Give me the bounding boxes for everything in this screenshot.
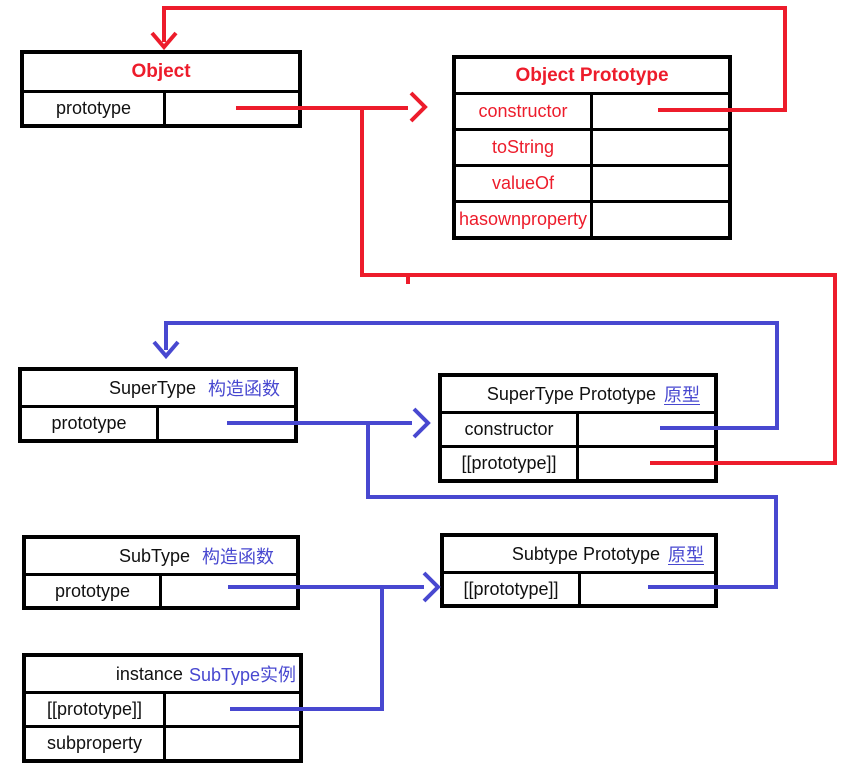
- row-value-cell: [579, 414, 714, 445]
- row-value-cell: [159, 408, 294, 439]
- row-label: toString: [456, 131, 593, 164]
- table-title-annotation: 构造函数: [202, 547, 274, 567]
- table-row: subproperty: [26, 725, 299, 759]
- row-label: prototype: [26, 576, 162, 606]
- row-label: [[prototype]]: [442, 448, 579, 479]
- table-title-text: Subtype Prototype: [511, 543, 660, 564]
- row-value-cell: [593, 203, 728, 236]
- row-value-cell: [162, 576, 296, 606]
- table-title-text: Object Prototype: [515, 64, 669, 86]
- row-value-cell: [579, 448, 714, 479]
- table-title-annotation: 原型: [668, 545, 704, 565]
- row-label: subproperty: [26, 728, 166, 759]
- table-title-text: instance: [115, 663, 183, 684]
- table-title-annotation: 原型: [664, 385, 700, 405]
- instance-table: instance SubType实例 [[prototype]] subprop…: [22, 653, 303, 763]
- arrowhead-right-to-supertypeprototype: [412, 407, 431, 439]
- table-title-annotation: SubType实例: [188, 665, 296, 685]
- row-label: [[prototype]]: [26, 694, 166, 725]
- table-row: valueOf: [456, 164, 728, 200]
- table-row: [[prototype]]: [26, 691, 299, 725]
- table-row: constructor: [442, 411, 714, 445]
- object-prototype-table: Object Prototype constructor toString va…: [452, 55, 732, 240]
- row-value-cell: [581, 574, 714, 604]
- subtype-prototype-table-title: Subtype Prototype 原型: [444, 537, 714, 571]
- arrowhead-right-to-subtypeprototype: [422, 571, 441, 603]
- subtype-table: SubType 构造函数 prototype: [22, 535, 300, 610]
- table-title-text: SubType: [118, 545, 190, 566]
- supertype-table-title: SuperType 构造函数: [22, 371, 294, 405]
- instance-table-title: instance SubType实例: [26, 657, 299, 691]
- row-label: valueOf: [456, 167, 593, 200]
- row-label: hasownproperty: [456, 203, 593, 236]
- row-label: constructor: [456, 95, 593, 128]
- table-row: prototype: [26, 573, 296, 606]
- row-value-cell: [593, 167, 728, 200]
- table-row: hasownproperty: [456, 200, 728, 236]
- table-row: prototype: [22, 405, 294, 439]
- arrowhead-down-to-supertype: [152, 340, 180, 360]
- table-title-text: SuperType: [108, 377, 196, 398]
- object-table: Object prototype: [20, 50, 302, 128]
- table-row: prototype: [24, 90, 298, 124]
- table-title-text: SuperType Prototype: [486, 383, 656, 404]
- supertype-table: SuperType 构造函数 prototype: [18, 367, 298, 443]
- supertype-prototype-table: SuperType Prototype 原型 constructor [[pro…: [438, 373, 718, 483]
- table-title-text: Object: [131, 61, 191, 82]
- table-title-annotation: 构造函数: [208, 379, 280, 399]
- row-value-cell: [593, 131, 728, 164]
- arrowhead-down-to-object: [150, 31, 178, 51]
- table-row: toString: [456, 128, 728, 164]
- row-value-cell: [593, 95, 728, 128]
- subtype-prototype-table: Subtype Prototype 原型 [[prototype]]: [440, 533, 718, 608]
- row-label: constructor: [442, 414, 579, 445]
- row-value-cell: [166, 694, 299, 725]
- row-label: prototype: [24, 93, 166, 124]
- row-label: prototype: [22, 408, 159, 439]
- table-row: constructor: [456, 92, 728, 128]
- object-table-title: Object: [24, 54, 298, 90]
- table-row: [[prototype]]: [442, 445, 714, 479]
- subtype-table-title: SubType 构造函数: [26, 539, 296, 573]
- table-row: [[prototype]]: [444, 571, 714, 604]
- arrowhead-right-to-objectprototype: [409, 91, 428, 123]
- object-prototype-table-title: Object Prototype: [456, 59, 728, 92]
- row-label: [[prototype]]: [444, 574, 581, 604]
- row-value-cell: [166, 728, 299, 759]
- supertype-prototype-table-title: SuperType Prototype 原型: [442, 377, 714, 411]
- row-value-cell: [166, 93, 298, 124]
